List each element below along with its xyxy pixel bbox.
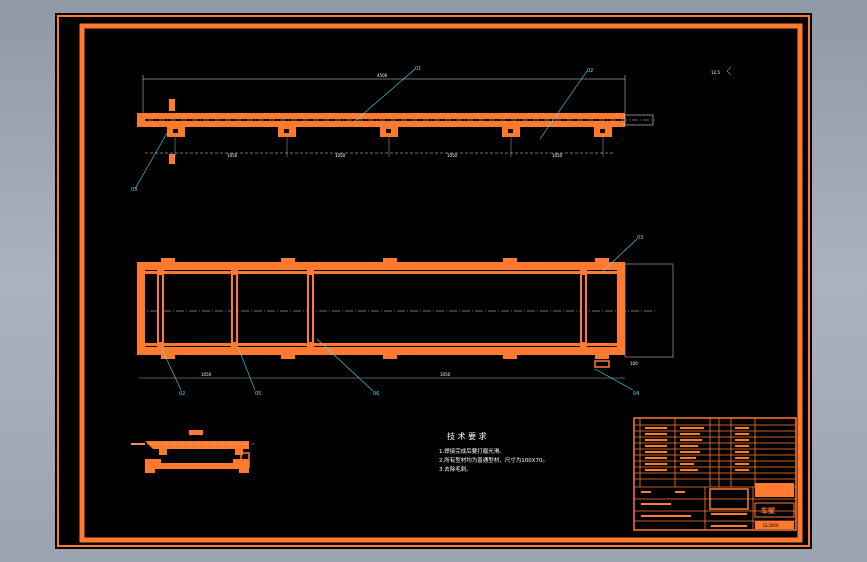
svg-text:1050: 1050	[335, 153, 346, 158]
balloon-label: 05	[255, 391, 261, 397]
balloon-label: 06	[373, 391, 379, 397]
svg-text:4500: 4500	[377, 73, 388, 78]
svg-text:1050: 1050	[201, 372, 212, 377]
tech-req-item: 2.所有型材均为普通型材，尺寸为100X70。	[439, 456, 548, 464]
svg-text:12.5: 12.5	[711, 70, 720, 75]
tech-req-item: 1.焊接完成后要打磨光滑。	[439, 447, 505, 455]
balloon-label: 01	[415, 66, 421, 72]
section-view[interactable]	[131, 430, 255, 473]
balloon-label: 02	[587, 68, 593, 74]
svg-text:1050: 1050	[552, 153, 563, 158]
tech-req-title: 技 术 要 求	[447, 431, 487, 441]
title-block[interactable]: 车架 GL2009	[633, 417, 797, 531]
balloon-label: 03	[131, 187, 137, 193]
tech-req-item: 3.去除毛刺。	[439, 465, 472, 473]
svg-text:1050: 1050	[447, 153, 458, 158]
balloon-label: 02	[179, 391, 185, 397]
balloon-label: 03	[637, 235, 643, 241]
svg-text:100: 100	[630, 361, 638, 366]
plan-view[interactable]: 1050 1050 100	[137, 235, 674, 397]
drawing-canvas[interactable]: 4500 1050	[55, 13, 812, 549]
side-elevation-view[interactable]: 4500 1050	[131, 66, 732, 193]
balloon-label: 04	[633, 391, 639, 397]
technical-requirements: 技 术 要 求 1.焊接完成后要打磨光滑。 2.所有型材均为普通型材，尺寸为10…	[439, 431, 548, 473]
svg-text:1050: 1050	[440, 372, 451, 377]
sheet-border	[57, 15, 810, 547]
svg-text:1050: 1050	[227, 153, 238, 158]
drawing-number: GL2009	[763, 523, 779, 528]
drawing-name: 车架	[761, 506, 775, 515]
